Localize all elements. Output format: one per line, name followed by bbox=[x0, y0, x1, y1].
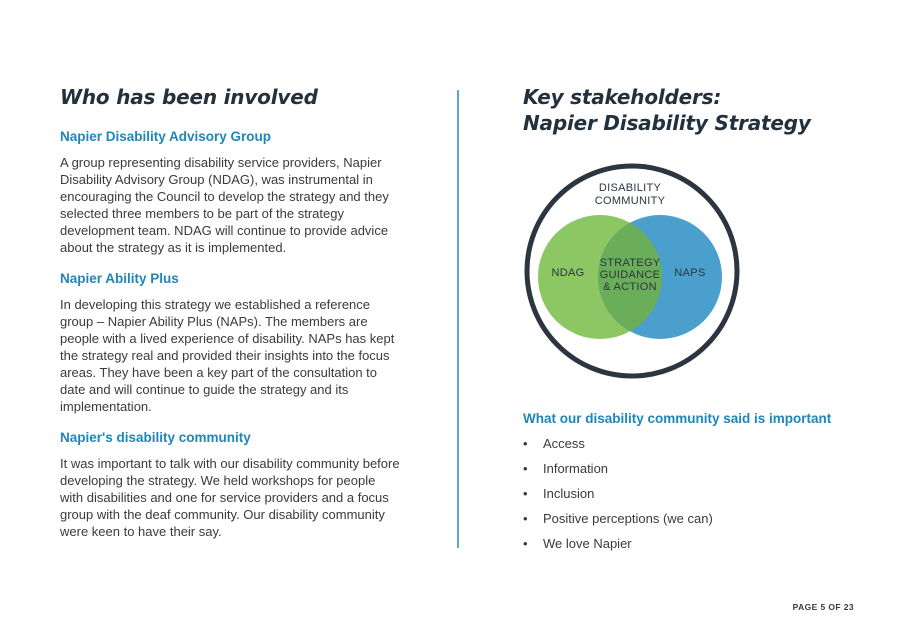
stakeholders-title: Key stakeholders: Napier Disability Stra… bbox=[523, 84, 863, 136]
stakeholders-title-line1: Key stakeholders: bbox=[523, 85, 722, 109]
page-number: PAGE 5 OF 23 bbox=[792, 602, 854, 612]
important-heading: What our disability community said is im… bbox=[523, 411, 832, 426]
important-list: •Access •Information •Inclusion •Positiv… bbox=[523, 435, 863, 552]
bullet-icon: • bbox=[523, 461, 528, 476]
ndag-label: NDAG bbox=[552, 267, 585, 279]
list-item: •Information bbox=[523, 461, 609, 476]
who-involved-title: Who has been involved bbox=[60, 85, 318, 109]
bullet-icon: • bbox=[523, 486, 528, 501]
community-body: It was important to talk with our disabi… bbox=[60, 456, 400, 539]
community-heading: Napier's disability community bbox=[60, 430, 251, 445]
naps-body: In developing this strategy we establish… bbox=[60, 297, 395, 414]
stakeholders-title-line2: Napier Disability Strategy bbox=[523, 111, 811, 135]
list-item: •Positive perceptions (we can) bbox=[523, 511, 713, 526]
outer-label-line2: COMMUNITY bbox=[595, 195, 666, 207]
bullet-icon: • bbox=[523, 536, 528, 551]
naps-label: NAPS bbox=[674, 267, 705, 279]
list-item: •Inclusion bbox=[523, 486, 595, 501]
naps-heading: Napier Ability Plus bbox=[60, 271, 179, 286]
important-section: What our disability community said is im… bbox=[523, 410, 863, 560]
ndag-body: A group representing disability service … bbox=[60, 155, 389, 255]
left-column: Who has been involved Napier Disability … bbox=[60, 84, 400, 554]
list-item: •Access bbox=[523, 436, 585, 451]
bullet-icon: • bbox=[523, 436, 528, 451]
column-divider bbox=[457, 90, 459, 548]
stakeholders-venn-diagram: DISABILITY COMMUNITY NDAG NAPS STRATEGY … bbox=[524, 163, 740, 379]
right-column: Key stakeholders: Napier Disability Stra… bbox=[523, 84, 863, 136]
center-label-line2: GUIDANCE bbox=[600, 269, 660, 281]
bullet-icon: • bbox=[523, 511, 528, 526]
center-label-line1: STRATEGY bbox=[600, 257, 661, 269]
list-item: •We love Napier bbox=[523, 536, 632, 551]
strategy-overlap bbox=[598, 215, 662, 339]
outer-label-line1: DISABILITY bbox=[599, 182, 662, 194]
center-label-line3: & ACTION bbox=[603, 281, 657, 293]
ndag-heading: Napier Disability Advisory Group bbox=[60, 129, 272, 144]
